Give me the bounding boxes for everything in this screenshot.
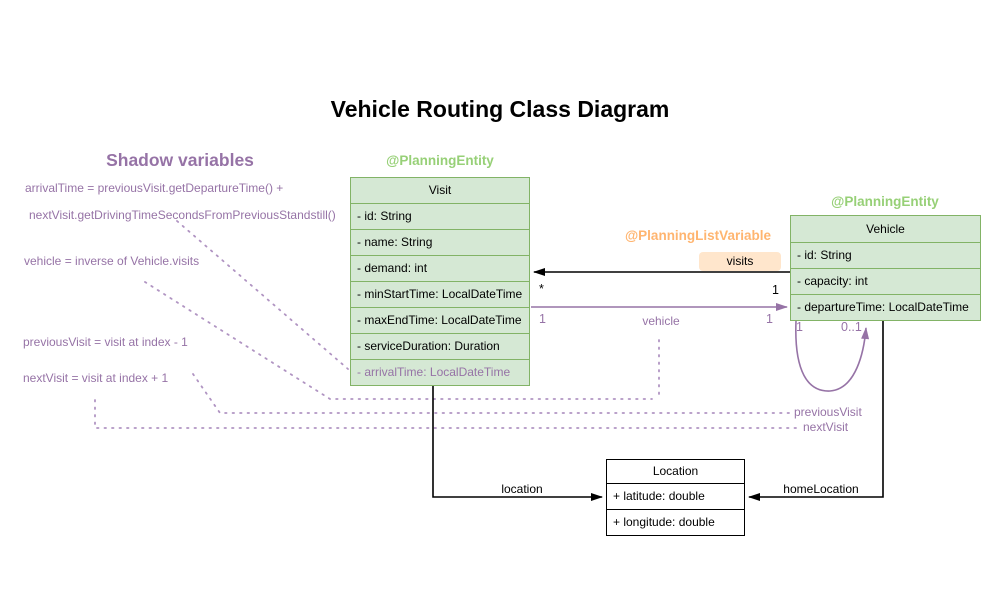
location-class-box[interactable]: Location + latitude: double + longitude:… xyxy=(606,459,745,536)
visits-label-chip[interactable]: visits xyxy=(699,252,781,271)
shadow-variables-heading: Shadow variables xyxy=(106,150,254,170)
visit-attr-maxendtime: - maxEndTime: LocalDateTime xyxy=(351,307,529,333)
nextvisit-ref-label: nextVisit xyxy=(803,420,849,434)
location-association-arrow xyxy=(432,385,603,501)
visits-mult-star: * xyxy=(539,282,544,296)
vehicle-attr-departuretime: - departureTime: LocalDateTime xyxy=(791,294,980,320)
annotation-previousvisit: previousVisit = visit at index - 1 xyxy=(23,335,188,349)
visit-attr-serviceduration: - serviceDuration: Duration xyxy=(351,333,529,359)
diagram-title: Vehicle Routing Class Diagram xyxy=(330,96,670,122)
location-attr-longitude: + longitude: double xyxy=(607,509,744,535)
visit-attr-name: - name: String xyxy=(351,229,529,255)
vehicle-class-box[interactable]: Vehicle - id: String - capacity: int - d… xyxy=(790,215,981,321)
vehicle-attr-id: - id: String xyxy=(791,242,980,268)
visit-attr-arrivaltime: - arrivalTime: LocalDateTime xyxy=(351,359,529,385)
self-loop-mult-one: 1 xyxy=(796,320,803,334)
visit-attr-minstarttime: - minStartTime: LocalDateTime xyxy=(351,281,529,307)
vehicle-class-name: Vehicle xyxy=(866,222,905,236)
leader-previousvisit xyxy=(192,373,790,414)
location-attr-latitude: + latitude: double xyxy=(607,483,744,509)
vehicle-stereotype-label: @PlanningEntity xyxy=(831,194,939,209)
location-ref-label: location xyxy=(501,482,543,496)
leader-nextvisit xyxy=(94,399,797,429)
annotation-arrivaltime-2: nextVisit.getDrivingTimeSecondsFromPrevi… xyxy=(29,208,336,222)
annotation-nextvisit: nextVisit = visit at index + 1 xyxy=(23,371,169,385)
self-loop-mult-zeroone: 0..1 xyxy=(841,320,862,334)
visit-class-name: Visit xyxy=(428,183,452,197)
visits-mult-one: 1 xyxy=(772,283,779,297)
annotation-arrivaltime-1: arrivalTime = previousVisit.getDeparture… xyxy=(25,181,284,195)
visit-attr-id: - id: String xyxy=(351,203,529,229)
location-class-name: Location xyxy=(652,464,699,478)
previousvisit-ref-label: previousVisit xyxy=(794,405,862,419)
visit-class-box[interactable]: Visit - id: String - name: String - dema… xyxy=(350,177,530,386)
leader-arrivaltime xyxy=(176,220,349,370)
homelocation-association-arrow xyxy=(748,320,884,501)
vehicle-ref-mult-right: 1 xyxy=(766,312,773,326)
planninglistvariable-label: @PlanningListVariable xyxy=(625,228,771,243)
homelocation-ref-label: homeLocation xyxy=(783,482,859,496)
annotation-vehicle-inverse: vehicle = inverse of Vehicle.visits xyxy=(24,254,200,268)
visit-attr-demand: - demand: int xyxy=(351,255,529,281)
vehicle-self-loop-arrow xyxy=(795,320,870,392)
vehicle-attr-capacity: - capacity: int xyxy=(791,268,980,294)
vehicle-ref-mult-left: 1 xyxy=(539,312,546,326)
vehicle-ref-label: vehicle xyxy=(642,314,680,328)
leader-vehicle-inverse xyxy=(144,281,653,400)
visit-stereotype-label: @PlanningEntity xyxy=(386,153,494,168)
